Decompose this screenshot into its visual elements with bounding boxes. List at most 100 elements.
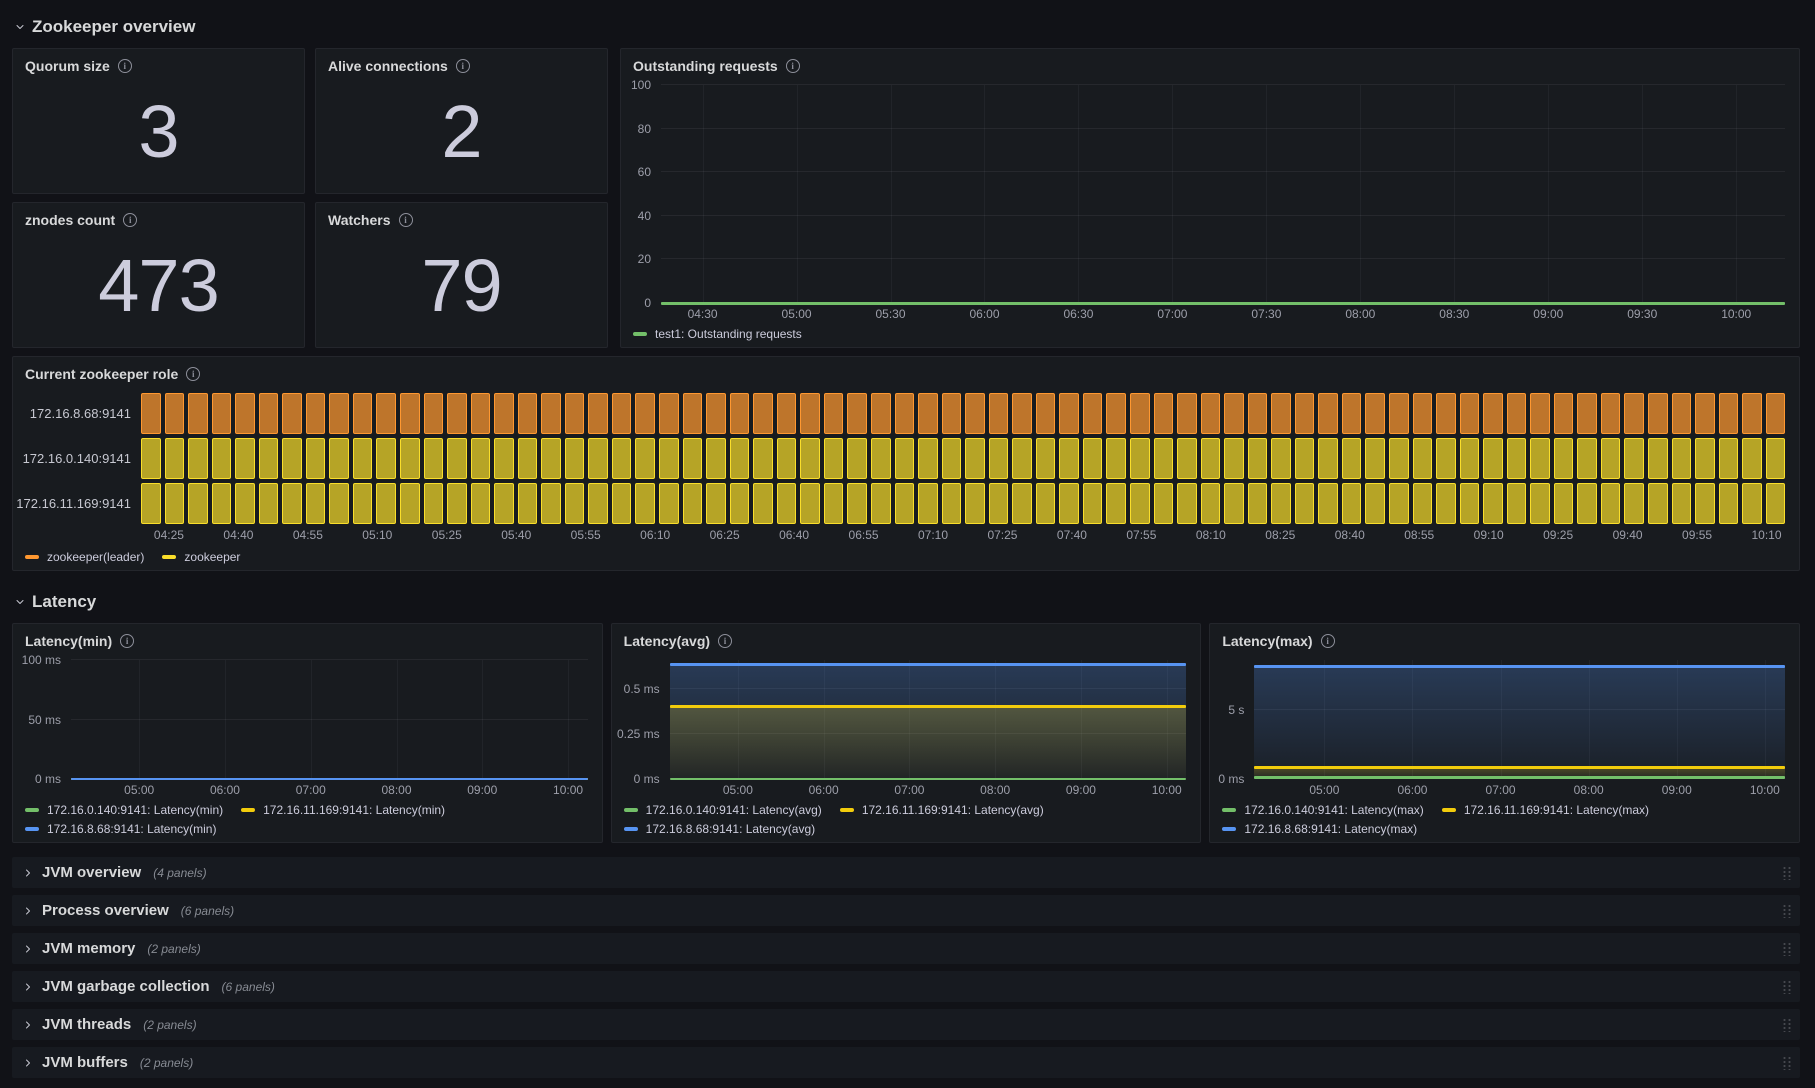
state-block: [1765, 438, 1786, 479]
state-block: [870, 438, 891, 479]
legend-item[interactable]: 172.16.0.140:9141: Latency(max): [1222, 803, 1424, 817]
panel-header[interactable]: Latency(max): [1210, 624, 1799, 654]
y-axis-tick-label: 60: [637, 165, 651, 180]
grid-line-vertical: [1736, 85, 1738, 303]
x-axis-tick-label: 04:40: [223, 528, 254, 542]
state-block: [918, 393, 938, 434]
row-jvm-buffers[interactable]: JVM buffers (2 panels): [12, 1047, 1800, 1078]
panel-header[interactable]: Outstanding requests: [621, 49, 1799, 79]
state-block: [1106, 483, 1126, 524]
row-jvm-overview[interactable]: JVM overview (4 panels): [12, 857, 1800, 888]
series-line: [1254, 775, 1786, 779]
info-icon[interactable]: [120, 634, 135, 648]
info-icon[interactable]: [718, 634, 733, 648]
legend-item[interactable]: 172.16.8.68:9141: Latency(avg): [623, 822, 815, 836]
panel-header[interactable]: znodes count: [13, 203, 304, 233]
drag-handle-icon[interactable]: [1781, 903, 1792, 918]
panel-header[interactable]: Latency(avg): [612, 624, 1201, 654]
state-block: [659, 393, 679, 434]
state-block: [918, 483, 938, 524]
x-axis-tick-label: 04:55: [292, 528, 323, 542]
section-header-zookeeper-overview[interactable]: Zookeeper overview: [12, 12, 1800, 42]
series-fill: [669, 706, 1187, 779]
row-panel-count: (6 panels): [180, 903, 235, 918]
state-block: [1530, 393, 1550, 434]
grid-line-vertical: [396, 660, 398, 779]
state-block: [423, 393, 444, 434]
section-header-latency[interactable]: Latency: [12, 587, 1800, 617]
state-block: [352, 438, 373, 479]
state-block: [1247, 438, 1268, 479]
panel-header[interactable]: Watchers: [316, 203, 607, 233]
legend-series-swatch: [623, 827, 638, 831]
legend-item[interactable]: test1: Outstanding requests: [633, 327, 802, 341]
info-icon[interactable]: [1320, 634, 1335, 648]
state-block: [1247, 393, 1268, 434]
state-block: [1671, 393, 1692, 434]
state-block: [235, 483, 255, 524]
legend-item[interactable]: zookeeper: [162, 550, 240, 564]
state-block: [1224, 393, 1244, 434]
legend-series-swatch: [25, 808, 39, 812]
panel-header[interactable]: Quorum size: [13, 49, 304, 79]
state-block: [517, 483, 538, 524]
row-jvm-threads[interactable]: JVM threads (2 panels): [12, 1009, 1800, 1040]
drag-handle-icon[interactable]: [1781, 1055, 1792, 1070]
legend-item[interactable]: 172.16.0.140:9141: Latency(avg): [623, 803, 822, 817]
chevron-right-icon: [20, 1055, 36, 1071]
legend-item[interactable]: 172.16.11.169:9141: Latency(avg): [839, 803, 1044, 817]
chevron-right-icon: [20, 903, 36, 919]
state-block: [870, 483, 891, 524]
info-icon[interactable]: [398, 213, 413, 227]
legend-item[interactable]: 172.16.0.140:9141: Latency(min): [25, 803, 223, 817]
row-jvm-garbage-collection[interactable]: JVM garbage collection (6 panels): [12, 971, 1800, 1002]
legend-item[interactable]: 172.16.8.68:9141: Latency(max): [1222, 822, 1417, 836]
panel-header[interactable]: Latency(min): [13, 624, 602, 654]
info-icon[interactable]: [455, 59, 470, 73]
row-process-overview[interactable]: Process overview (6 panels): [12, 895, 1800, 926]
x-axis-tick-label: 07:30: [1251, 307, 1282, 321]
timeline-row: 172.16.11.169:9141: [13, 483, 1786, 524]
legend-item[interactable]: zookeeper(leader): [25, 550, 144, 564]
state-block: [1318, 483, 1338, 524]
info-icon[interactable]: [123, 213, 138, 227]
grid-line-vertical: [568, 660, 570, 779]
state-block: [1600, 438, 1621, 479]
state-block: [682, 438, 703, 479]
drag-handle-icon[interactable]: [1781, 941, 1792, 956]
legend-series-label: 172.16.8.68:9141: Latency(min): [47, 822, 217, 836]
row-jvm-memory[interactable]: JVM memory (2 panels): [12, 933, 1800, 964]
drag-handle-icon[interactable]: [1781, 1017, 1792, 1032]
state-block: [1506, 438, 1527, 479]
legend-series-label: 172.16.0.140:9141: Latency(avg): [645, 803, 822, 817]
x-axis-tick-label: 06:00: [969, 307, 1000, 321]
x-axis-tick-label: 06:00: [808, 783, 839, 797]
x-axis-tick-label: 08:00: [381, 783, 412, 797]
x-axis-tick-label: 07:40: [1056, 528, 1087, 542]
legend-item[interactable]: 172.16.8.68:9141: Latency(min): [25, 822, 216, 836]
state-block: [164, 438, 185, 479]
info-icon[interactable]: [785, 59, 800, 73]
state-block: [1436, 483, 1456, 524]
panel-header[interactable]: Current zookeeper role: [13, 357, 1799, 387]
drag-handle-icon[interactable]: [1781, 979, 1792, 994]
state-block: [1271, 483, 1291, 524]
x-axis-tick-label: 09:00: [467, 783, 498, 797]
state-block: [988, 438, 1009, 479]
state-block: [941, 393, 962, 434]
panel-header[interactable]: Alive connections: [316, 49, 607, 79]
state-block: [211, 438, 232, 479]
grid-line-vertical: [1642, 85, 1644, 303]
info-icon[interactable]: [186, 367, 201, 381]
info-icon[interactable]: [117, 59, 132, 73]
drag-handle-icon[interactable]: [1781, 865, 1792, 880]
state-block: [635, 438, 656, 479]
state-block: [1294, 438, 1315, 479]
legend-item[interactable]: 172.16.11.169:9141: Latency(max): [1441, 803, 1649, 817]
legend-item[interactable]: 172.16.11.169:9141: Latency(min): [241, 803, 445, 817]
